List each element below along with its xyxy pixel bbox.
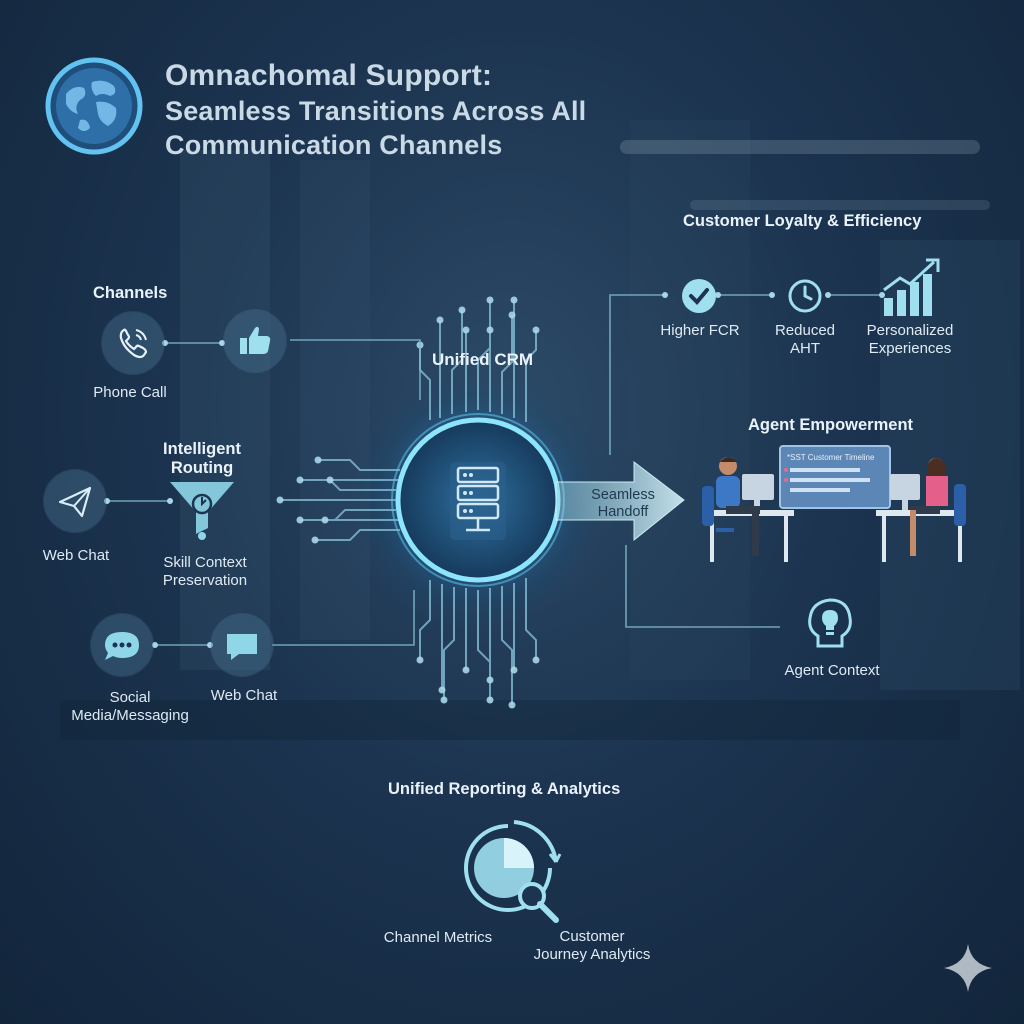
- agent-context-label: Agent Context: [784, 662, 880, 679]
- screen-caption: *SST Customer Timeline: [787, 453, 875, 462]
- title-line-3: Communication Channels: [165, 130, 503, 160]
- handoff-line-2: Handoff: [597, 504, 649, 520]
- unified-crm-label: Unified CRM: [432, 350, 534, 369]
- funnel-icon: [170, 482, 234, 540]
- title-line-2: Seamless Transitions Across All: [165, 96, 587, 126]
- reduced-aht-label: Reduced AHT: [755, 322, 855, 358]
- chat-bubble-icon: [211, 614, 273, 676]
- social-line-2: Media/Messaging: [71, 707, 189, 724]
- title-line-1: Omnachomal Support:: [165, 59, 493, 92]
- seamless-handoff-label: Seamless Handoff: [568, 487, 678, 521]
- channels-heading: Channels: [93, 284, 168, 302]
- paper-plane-icon: [44, 470, 106, 532]
- routing-line-1: Intelligent: [163, 440, 241, 458]
- loyalty-heading: Customer Loyalty & Efficiency: [683, 212, 922, 230]
- journey-analytics-label: Customer Journey Analytics: [522, 928, 662, 964]
- thumbs-up-icon: [224, 310, 286, 372]
- globe-icon: [45, 57, 143, 155]
- phone-channel-icon: [102, 312, 164, 374]
- intelligent-routing-heading: Intelligent Routing: [150, 440, 254, 478]
- aht-line-1: Reduced: [774, 322, 836, 339]
- reporting-heading: Unified Reporting & Analytics: [388, 780, 621, 798]
- skill-context-label: Skill Context Preservation: [140, 554, 270, 590]
- social-line-1: Social: [109, 689, 151, 706]
- phone-call-label: Phone Call: [93, 384, 167, 401]
- personalized-experiences-label: Personalized Experiences: [850, 322, 970, 358]
- checkmark-icon: [682, 279, 716, 313]
- agent-empowerment-heading: Agent Empowerment: [748, 416, 914, 434]
- skill-context-line-2: Preservation: [162, 572, 248, 589]
- web-chat-label-top: Web Chat: [42, 547, 110, 564]
- agents-workstation-illustration: [702, 445, 966, 562]
- server-icon: [450, 462, 506, 540]
- clock-icon: [788, 279, 822, 313]
- channel-metrics-label: Channel Metrics: [383, 929, 493, 946]
- speech-bubble-icon: [91, 614, 153, 676]
- skill-context-line-1: Skill Context: [163, 554, 247, 571]
- page-title: Omnachomal Support: Seamless Transitions…: [165, 58, 586, 162]
- aht-line-2: AHT: [790, 340, 820, 357]
- analytics-pie-magnifier-icon: [464, 820, 562, 923]
- handoff-line-1: Seamless: [591, 487, 655, 503]
- personalized-line-1: Personalized: [866, 322, 954, 339]
- higher-fcr-label: Higher FCR: [660, 322, 740, 339]
- journey-line-1: Customer: [559, 928, 625, 945]
- personalized-line-2: Experiences: [868, 340, 952, 357]
- journey-line-2: Journey Analytics: [533, 946, 651, 963]
- routing-line-2: Routing: [170, 459, 234, 477]
- web-chat-label-bottom: Web Chat: [210, 687, 278, 704]
- social-media-label: Social Media/Messaging: [60, 689, 200, 725]
- growth-chart-icon: [883, 258, 940, 316]
- sparkle-icon: [944, 944, 992, 992]
- lightbulb-head-icon: [808, 598, 852, 648]
